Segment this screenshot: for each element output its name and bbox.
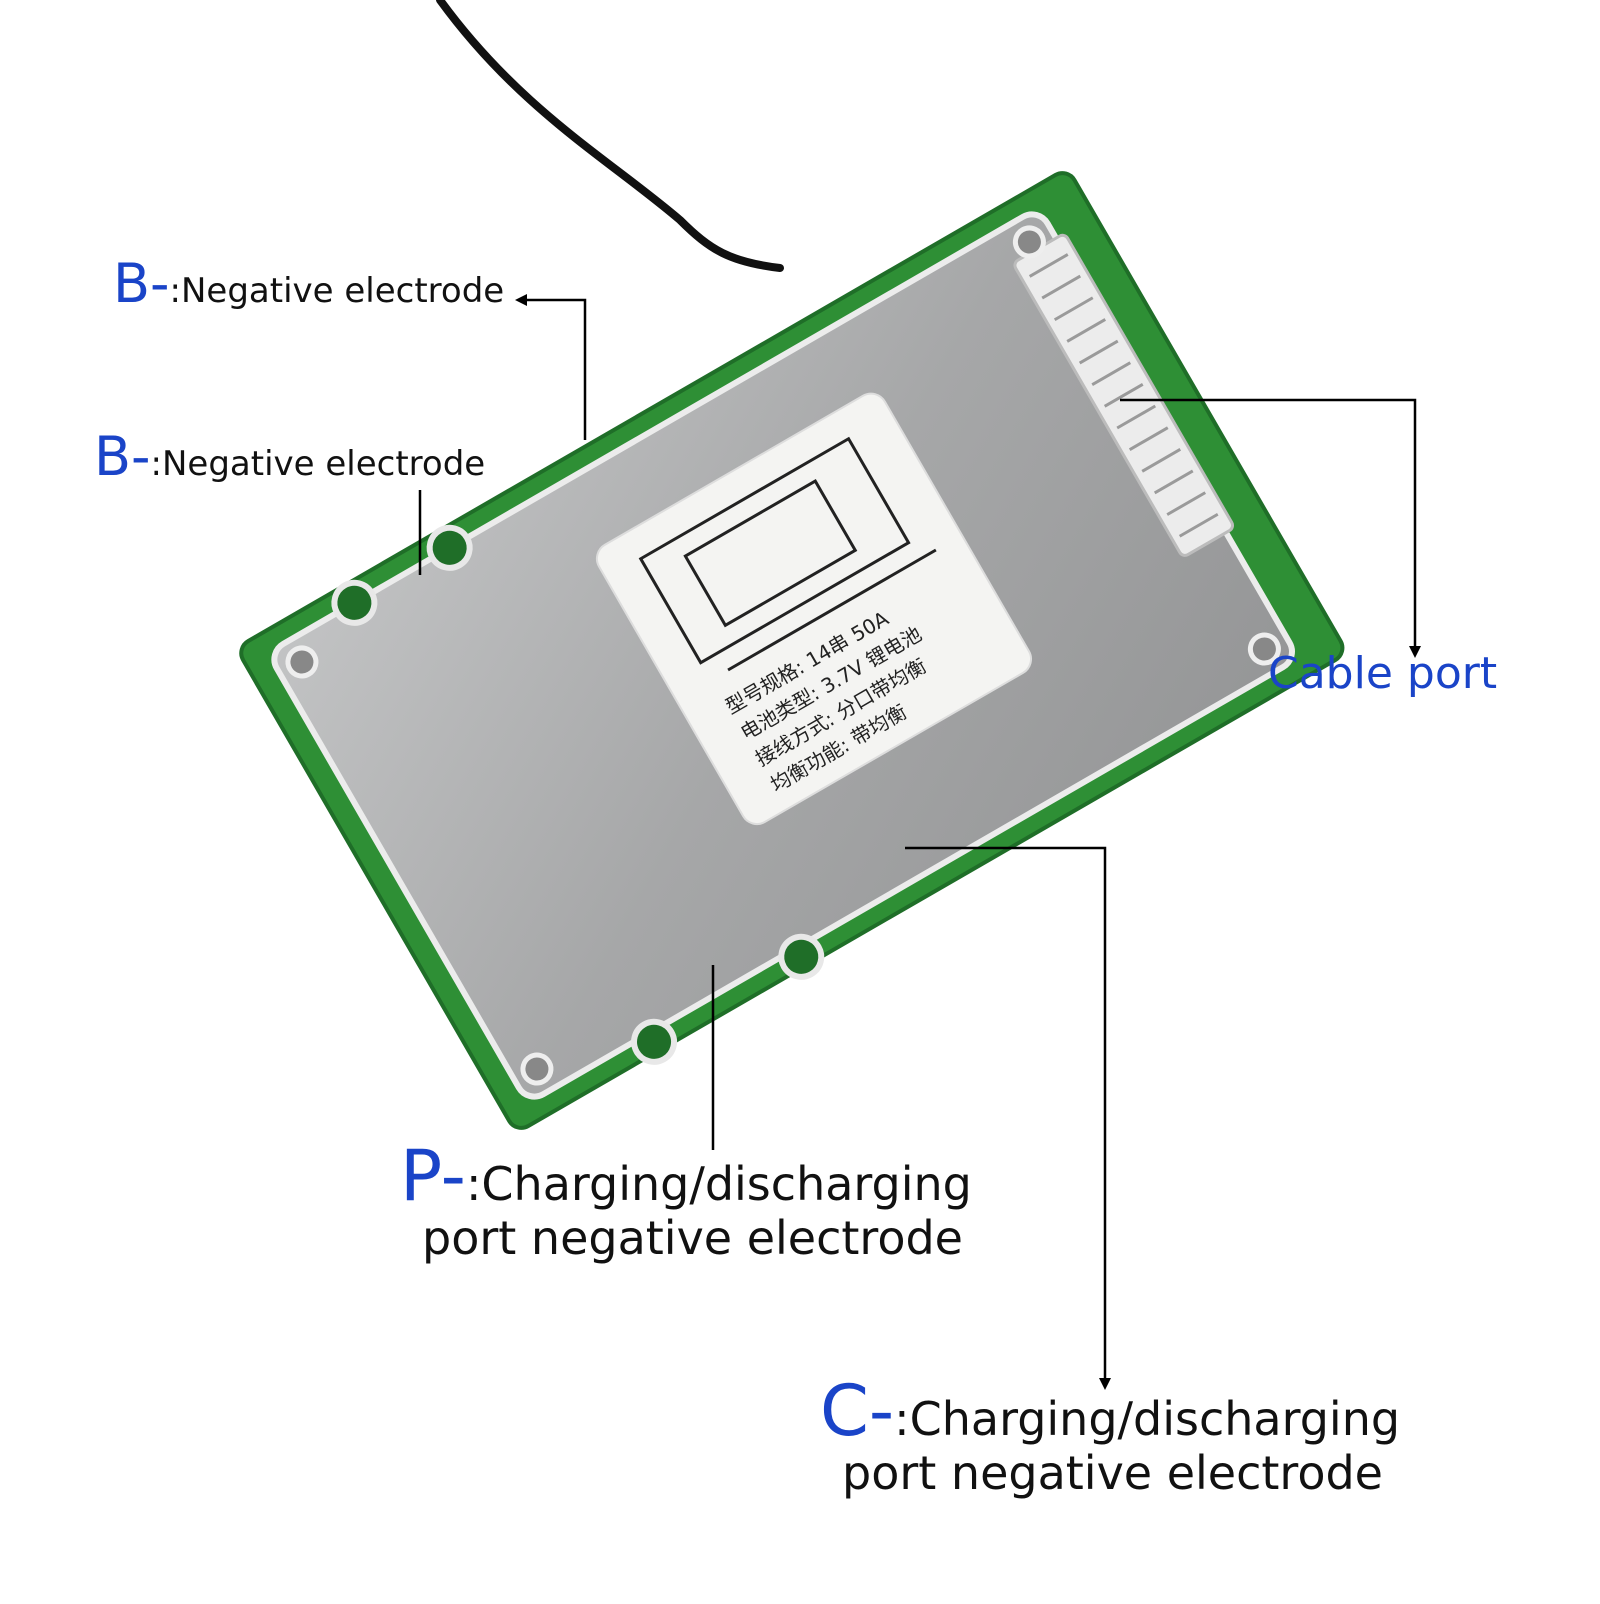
- callout-cable-port: Cable port: [1268, 648, 1497, 699]
- callout-key: C-: [820, 1370, 895, 1452]
- sense-wire: [436, 0, 784, 272]
- sticker-schematic: [638, 436, 937, 672]
- callout-text: :Negative electrode: [169, 271, 505, 311]
- callout-text: :Negative electrode: [150, 444, 486, 484]
- leader-c-minus: [905, 846, 1107, 1380]
- callout-p-minus: P-:Charging/discharging port negative el…: [400, 1135, 972, 1265]
- callout-text-line2: port negative electrode: [842, 1446, 1383, 1500]
- pad-p-minus: [631, 1018, 678, 1065]
- leader-cable-port: [1120, 398, 1417, 648]
- callout-c-minus: C-:Charging/discharging port negative el…: [820, 1370, 1400, 1500]
- connector-pins: [1028, 253, 1219, 538]
- pad-b-minus-1: [331, 579, 378, 626]
- callout-b-minus-mid: B-:Negative electrode: [94, 425, 485, 488]
- leader-arrowheads: [515, 294, 1421, 1390]
- pad-c-minus: [778, 933, 825, 980]
- mounting-screws: [285, 225, 1281, 1086]
- callout-text-line1: :Charging/discharging: [894, 1392, 1401, 1446]
- terminal-pads: [331, 524, 825, 1065]
- callout-text: Cable port: [1268, 648, 1498, 699]
- leader-b-minus-top: [525, 298, 587, 440]
- callout-key: B-: [113, 252, 170, 315]
- callout-text-line1: :Charging/discharging: [465, 1157, 972, 1211]
- callout-b-minus-top: B-:Negative electrode: [113, 252, 504, 315]
- pad-b-minus-2: [426, 524, 473, 571]
- spec-sticker: [595, 392, 1033, 826]
- callout-key: P-: [400, 1135, 466, 1217]
- callout-key: B-: [94, 425, 151, 488]
- leader-lines: [418, 298, 1417, 1380]
- callout-text-line2: port negative electrode: [422, 1211, 963, 1265]
